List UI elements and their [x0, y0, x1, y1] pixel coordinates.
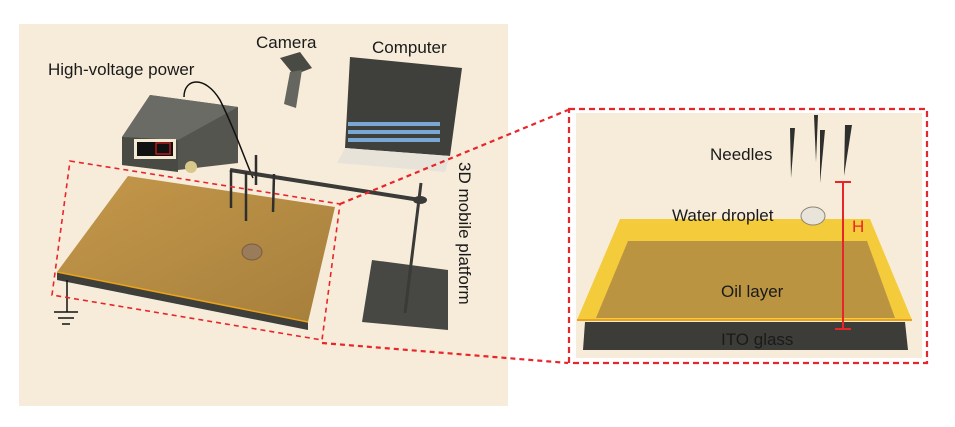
3d-mobile-platform-stand — [229, 155, 448, 330]
zoom-highlight — [51, 108, 569, 365]
computer-icon — [337, 57, 462, 172]
ito-glass-label: ITO glass — [721, 330, 793, 349]
right-panel-border — [567, 107, 929, 365]
zoom-water-droplet — [800, 206, 826, 226]
zoom-ito-glass — [583, 322, 908, 350]
power-cable — [183, 81, 254, 179]
height-label: H — [852, 217, 864, 236]
zoom-needles — [790, 115, 852, 183]
water-droplet — [241, 243, 263, 261]
camera-icon — [280, 52, 312, 108]
power-label: High-voltage power — [48, 60, 195, 79]
water-droplet-label: Water droplet — [672, 206, 774, 225]
zoom-oil-layer — [577, 219, 912, 321]
ito-platform — [56, 176, 335, 330]
oil-layer-label: Oil layer — [721, 282, 784, 301]
needles-label: Needles — [710, 145, 772, 164]
platform-label: 3D mobile platform — [455, 162, 474, 305]
camera-label: Camera — [256, 33, 317, 52]
ground-icon — [54, 280, 78, 325]
high-voltage-power-supply — [122, 81, 254, 179]
needles — [229, 155, 276, 221]
voltage-knob — [185, 161, 197, 173]
height-indicator — [835, 181, 851, 330]
computer-label: Computer — [372, 38, 447, 57]
